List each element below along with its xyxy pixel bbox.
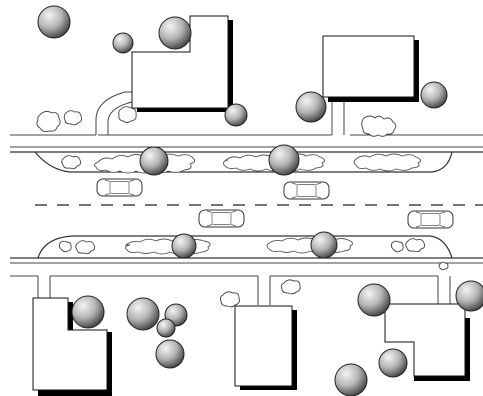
tree-median-n1 bbox=[139, 146, 169, 176]
tree-s9 bbox=[334, 363, 368, 396]
tree-n6 bbox=[420, 81, 448, 109]
tree-n4 bbox=[224, 103, 248, 127]
hedge-south-1 bbox=[124, 238, 211, 255]
building-north-right bbox=[322, 35, 419, 102]
tree-median-n2 bbox=[268, 144, 300, 176]
tree-s4 bbox=[156, 318, 176, 338]
south-sidewalk bbox=[10, 262, 483, 305]
hedge-north-3 bbox=[353, 153, 421, 172]
tree-s8 bbox=[378, 348, 408, 378]
shrub-cluster-south bbox=[219, 261, 449, 308]
car-eastbound-2 bbox=[407, 210, 454, 229]
car-westbound-2 bbox=[283, 181, 330, 200]
tree-median-s2 bbox=[310, 231, 338, 259]
shrub-cluster-north-west bbox=[36, 106, 137, 133]
shrub-cluster-north-east bbox=[361, 115, 397, 137]
shrub-cluster-median-west bbox=[58, 155, 96, 255]
shrub-cluster-median-east bbox=[390, 238, 426, 253]
hedge-south-2 bbox=[266, 237, 353, 254]
car-westbound-1 bbox=[96, 178, 143, 197]
tree-median-s1 bbox=[171, 233, 197, 259]
tree-s2 bbox=[126, 297, 160, 331]
building-south-left bbox=[32, 297, 112, 396]
tree-s5 bbox=[155, 339, 185, 369]
tree-n1 bbox=[37, 5, 71, 39]
north-road-edge bbox=[10, 151, 483, 173]
tree-n2 bbox=[112, 32, 134, 54]
tree-s1 bbox=[71, 295, 105, 329]
tree-s7 bbox=[455, 280, 483, 312]
tree-n3 bbox=[158, 16, 192, 50]
car-eastbound-1 bbox=[198, 209, 245, 228]
south-road-edge bbox=[10, 235, 483, 259]
tree-s6 bbox=[357, 283, 391, 317]
tree-n5 bbox=[295, 91, 327, 123]
building-south-center bbox=[234, 305, 297, 390]
